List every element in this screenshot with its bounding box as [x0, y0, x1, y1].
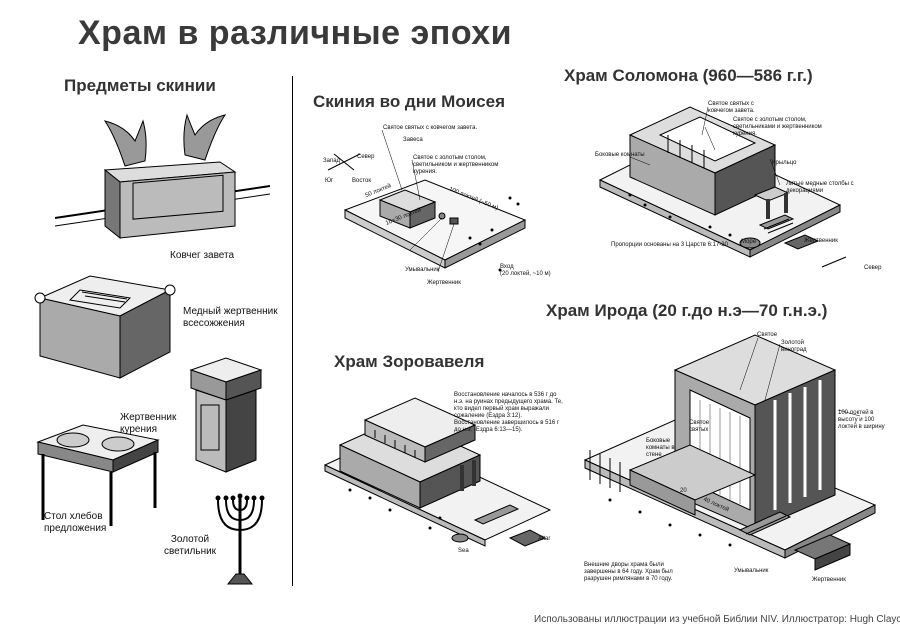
herod-laver-label: Умывальник: [734, 568, 769, 574]
sol-north-label: Север: [864, 265, 882, 271]
sol-pillars-label: Литые медные столбы с декорациями: [786, 181, 854, 194]
ark-illustration: [55, 108, 275, 248]
herod-holy-place-label: Святое: [757, 332, 778, 338]
tab-altar-label: Жертвенник: [427, 280, 461, 286]
tab-east-label: Восток: [352, 178, 371, 184]
tab-west-label: Запад: [323, 158, 341, 164]
herod-golden-vine-label: Золотой виноград: [781, 340, 807, 353]
bronze-altar-label: Медный жертвенник всесожжения: [183, 306, 278, 329]
tab-holy-of-holies-label: Святое святых с ковчегом завета.: [383, 125, 478, 131]
bread-table-label: Стол хлебов предложения: [44, 511, 107, 534]
tab-curtain-label: Завеса: [403, 137, 423, 143]
page-title: Храм в различные эпохи: [78, 14, 513, 52]
sol-sea-label: Море: [741, 239, 757, 245]
solomon-heading: Храм Соломона (960—586 г.г.): [564, 66, 813, 85]
sol-altar-label: Жертвенник: [804, 238, 838, 244]
sol-holy-of-holies-label: Святое святых с ковчегом завета.: [708, 101, 755, 114]
herod-completion-note: Внешние дворы храма были завершены в 64 …: [584, 562, 673, 582]
furniture-heading: Предметы скинии: [64, 76, 216, 95]
herod-twenty-label: 20: [680, 488, 687, 494]
incense-altar-label: Жертвенник курения: [120, 412, 177, 435]
zer-altar-label: Altar: [538, 536, 551, 542]
solomon-temple-illustration: [590, 95, 850, 275]
tab-entrance-dims-label: (20 локтей, ~10 м): [500, 271, 551, 277]
tab-north-label: Север: [357, 154, 375, 160]
zerubbabel-heading: Храм Зоровавеля: [334, 352, 485, 371]
tabernacle-illustration: [320, 120, 550, 290]
lampstand-label: Золотой светильник: [163, 534, 217, 557]
herod-heading: Храм Ирода (20 г.до н.э—70 г.н.э.): [546, 301, 828, 320]
sol-holy-place-label: Святое с золотым столом, светильниками и…: [733, 117, 822, 137]
credits-footer: Использованы иллюстрации из учебной Библ…: [534, 614, 900, 625]
herod-holy-of-holies-label: Святое святых: [689, 420, 710, 433]
lampstand-illustration: [215, 493, 265, 586]
bronze-altar-illustration: [30, 268, 175, 386]
bread-table-illustration: [33, 420, 163, 528]
herod-altar-label: Жертвенник: [812, 577, 846, 583]
tab-entrance-label: Вход: [500, 264, 514, 270]
section-divider: [292, 76, 293, 586]
ark-label: Ковчег завета: [170, 250, 235, 261]
zerubbabel-temple-illustration: [320, 390, 560, 560]
zer-sea-label: Sea: [458, 548, 469, 554]
sol-proportions-label: Пропорции основаны на 3 Царств 6:17-20: [611, 242, 728, 248]
tabernacle-heading: Скиния во дни Моисея: [313, 92, 505, 111]
tab-holy-place-label: Святое с золотым столом, светильником и …: [413, 155, 499, 175]
herod-temple-illustration: [580, 330, 880, 590]
sol-side-rooms-label: Боковые комнаты: [595, 152, 645, 158]
sol-porch-label: Крыльцо: [772, 160, 797, 166]
incense-altar-illustration: [186, 350, 266, 475]
tab-south-label: Юг: [325, 178, 334, 184]
tab-laver-label: Умывальник: [405, 267, 440, 273]
herod-dimensions-label: 100 локтей в высоту и 100 локтей в ширин…: [838, 410, 885, 430]
zer-note: Восстановление началось в 536 г до н.э. …: [454, 392, 563, 433]
herod-side-rooms-label: Боковые комнаты в стене: [646, 438, 675, 458]
